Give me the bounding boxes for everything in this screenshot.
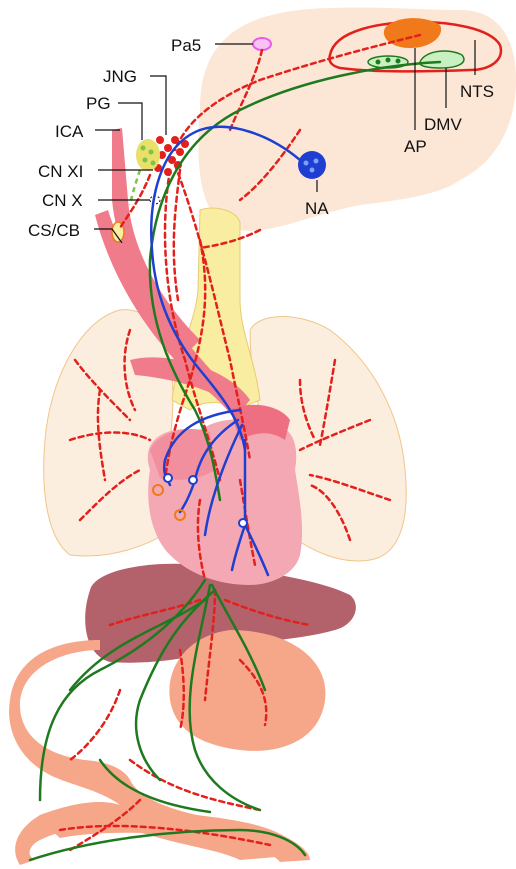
label-jng: JNG xyxy=(103,67,137,86)
label-cn-xi: CN XI xyxy=(38,162,83,181)
label-dmv: DMV xyxy=(424,115,462,134)
petrosal-ganglion xyxy=(136,139,160,171)
label-ica: ICA xyxy=(55,122,84,141)
label-pg: PG xyxy=(86,94,111,113)
label-pa5: Pa5 xyxy=(171,36,201,55)
label-nts: NTS xyxy=(460,82,494,101)
label-ap: AP xyxy=(404,137,427,156)
label-cs-cb: CS/CB xyxy=(28,221,80,240)
label-cn-x: CN X xyxy=(42,191,83,210)
label-na: NA xyxy=(305,199,329,218)
pa5-nucleus xyxy=(253,38,271,50)
nucleus-ambiguus xyxy=(298,151,326,179)
